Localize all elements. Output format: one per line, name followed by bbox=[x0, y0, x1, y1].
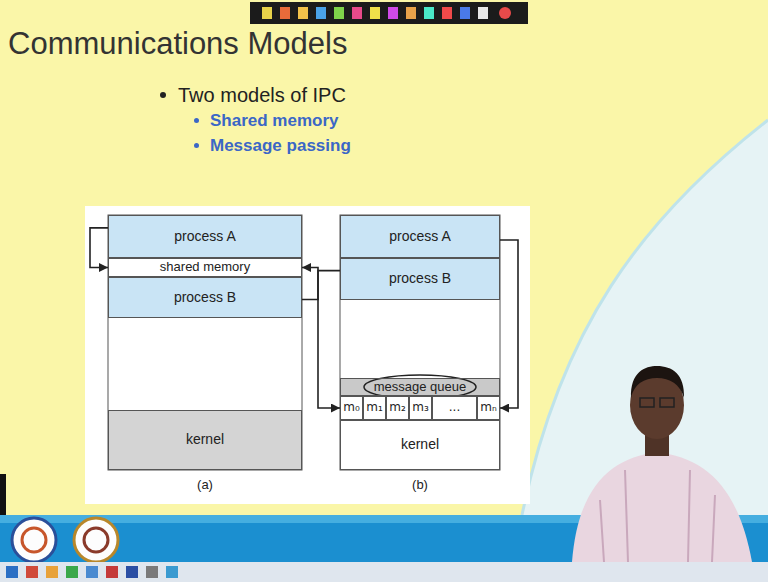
logo-emblem bbox=[22, 528, 46, 552]
toolbar-icon bbox=[388, 7, 398, 19]
kernel-box: kernel bbox=[108, 410, 302, 470]
box-label: m₀ bbox=[343, 401, 360, 414]
message-queue-band: message queue bbox=[340, 378, 500, 396]
taskbar-icon bbox=[46, 566, 58, 578]
bullet-text: Two models of IPC bbox=[178, 84, 346, 107]
institute-logos bbox=[12, 518, 118, 562]
toolbar-icon bbox=[370, 7, 380, 19]
pen-toolbar bbox=[250, 2, 528, 24]
presenter-figure bbox=[572, 366, 752, 562]
message-cell: mₙ bbox=[477, 396, 500, 420]
bullet-dot bbox=[194, 118, 199, 123]
message-cell: m₂ bbox=[386, 396, 409, 420]
box-label: shared memory bbox=[160, 260, 250, 274]
message-cell: m₀ bbox=[340, 396, 363, 420]
logo-emblem bbox=[84, 528, 108, 552]
ipc-arrow bbox=[302, 268, 318, 300]
process-box: process B bbox=[108, 277, 302, 318]
box-label: process B bbox=[389, 271, 451, 286]
figure-caption: (b) bbox=[412, 478, 428, 493]
box-label: kernel bbox=[186, 432, 224, 447]
memory-frame bbox=[108, 215, 302, 470]
box-label: process A bbox=[389, 229, 450, 244]
presenter-hair bbox=[631, 366, 684, 398]
memory-frame bbox=[340, 215, 500, 470]
taskbar-icon bbox=[166, 566, 178, 578]
slide-title: Communications Models bbox=[8, 26, 347, 62]
box-label: ... bbox=[449, 401, 460, 414]
box-label: message queue bbox=[374, 380, 467, 394]
toolbar-icon bbox=[406, 7, 416, 19]
box-label: m₃ bbox=[412, 401, 429, 414]
box-label: mₙ bbox=[480, 401, 496, 414]
toolbar-icon bbox=[499, 7, 511, 19]
toolbar-icon bbox=[424, 7, 434, 19]
box-label: m₁ bbox=[366, 401, 383, 414]
bullet-dot bbox=[160, 92, 166, 98]
logo-emblem bbox=[74, 518, 118, 562]
toolbar-icon bbox=[280, 7, 290, 19]
box-label: kernel bbox=[401, 437, 439, 452]
toolbar-icon bbox=[352, 7, 362, 19]
message-cell: m₃ bbox=[409, 396, 432, 420]
ipc-arrow bbox=[90, 228, 108, 268]
logo-emblem bbox=[12, 518, 56, 562]
taskbar-bar bbox=[0, 562, 768, 582]
taskbar-icon bbox=[6, 566, 18, 578]
message-cell: ... bbox=[432, 396, 477, 420]
swoosh-edge bbox=[522, 120, 768, 515]
presenter-shirt bbox=[572, 452, 752, 562]
edge-mark bbox=[0, 474, 6, 520]
figure-panel bbox=[85, 206, 530, 504]
taskbar bbox=[0, 562, 768, 582]
kernel-box: kernel bbox=[340, 420, 500, 470]
box-label: process B bbox=[174, 290, 236, 305]
box-label: process A bbox=[174, 229, 235, 244]
taskbar-icon bbox=[106, 566, 118, 578]
bullet-text: Shared memory bbox=[210, 111, 339, 131]
shirt-stripes bbox=[600, 470, 715, 562]
figure-caption: (a) bbox=[197, 478, 213, 493]
box-label: m₂ bbox=[389, 401, 406, 414]
toolbar-bar bbox=[250, 2, 528, 24]
message-cell: m₁ bbox=[363, 396, 386, 420]
taskbar-icon bbox=[126, 566, 138, 578]
ipc-arrow bbox=[318, 271, 340, 408]
presenter-glasses bbox=[660, 398, 674, 407]
toolbar-icon bbox=[334, 7, 344, 19]
bullet-dot bbox=[194, 143, 199, 148]
taskbar-icon bbox=[146, 566, 158, 578]
taskbar-icon bbox=[66, 566, 78, 578]
slide-swoosh bbox=[522, 120, 768, 515]
toolbar-icon bbox=[442, 7, 452, 19]
presenter-glasses bbox=[640, 398, 654, 407]
process-box: process A bbox=[340, 215, 500, 258]
toolbar-icon bbox=[298, 7, 308, 19]
toolbar-icon bbox=[262, 7, 272, 19]
taskbar-icon bbox=[86, 566, 98, 578]
taskbar-icon bbox=[26, 566, 38, 578]
process-box: process B bbox=[340, 258, 500, 300]
process-box: process A bbox=[108, 215, 302, 258]
bullet-text: Message passing bbox=[210, 136, 351, 156]
toolbar-icon bbox=[316, 7, 326, 19]
ipc-arrow bbox=[500, 240, 518, 408]
toolbar-icon bbox=[478, 7, 488, 19]
shared-memory-box: shared memory bbox=[108, 258, 302, 277]
toolbar-icon bbox=[460, 7, 470, 19]
